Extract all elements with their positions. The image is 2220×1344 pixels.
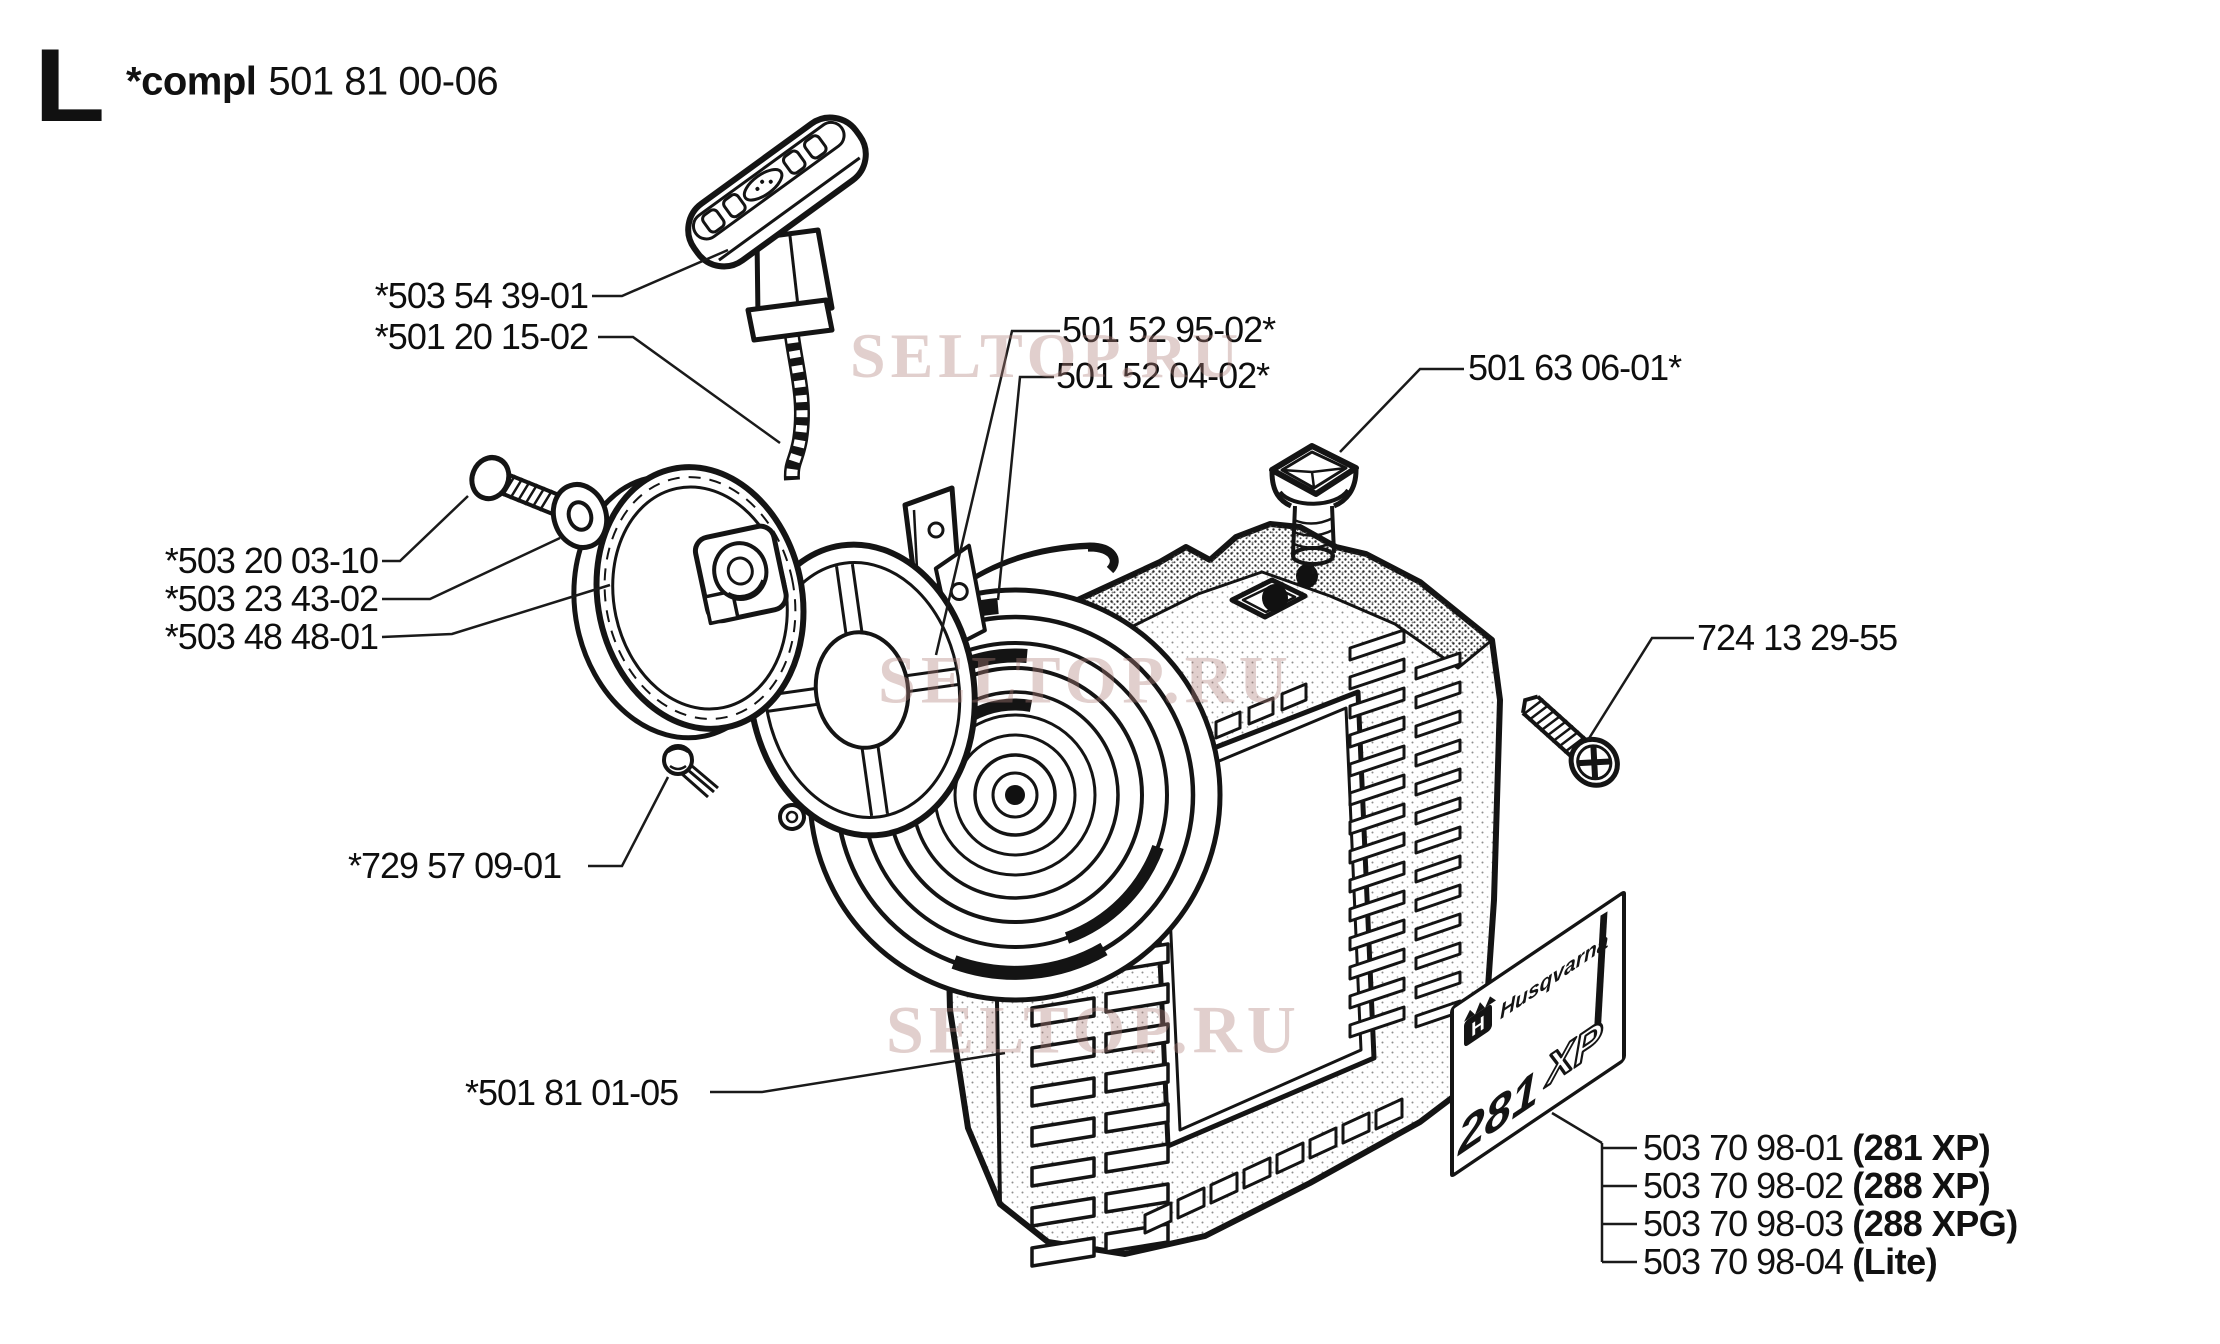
starter-handle-art: [685, 114, 869, 343]
variant-row: 503 70 98-01 (281 XP): [1643, 1127, 1991, 1169]
part-label-handle: *503 54 39-01: [374, 275, 589, 316]
section-letter: L: [34, 28, 106, 144]
housing-screw-art: [1521, 694, 1620, 788]
compl-number: 501 81 00-06: [268, 59, 499, 104]
part-label-housing-screw: 724 13 29-55: [1697, 617, 1898, 658]
part-label-pulley: *503 48 48-01: [164, 616, 379, 657]
washer-art: [550, 482, 610, 550]
variant-number: 503 70 98-01: [1643, 1127, 1844, 1168]
variant-number: 503 70 98-04: [1643, 1241, 1844, 1282]
compl-prefix: *compl: [126, 59, 257, 104]
part-label-starter-housing: *501 81 01-05: [465, 1072, 679, 1113]
starter-rope-art: [783, 334, 810, 481]
variant-row: 503 70 98-03 (288 XPG): [1643, 1203, 2018, 1245]
variant-model: (288 XP): [1852, 1165, 1991, 1206]
part-label-recoil-spring: 501 52 95-02*: [1062, 309, 1276, 350]
small-screw-art: [662, 744, 719, 799]
part-label-starter-rope: 501 52 04-02*: [1056, 355, 1270, 396]
part-label-plug: 501 63 06-01*: [1468, 347, 1682, 388]
variant-model: (281 XP): [1852, 1127, 1991, 1168]
part-label-screw: *503 20 03-10: [164, 540, 379, 581]
rope-pulley-art: [571, 464, 807, 741]
variant-model: (288 XPG): [1852, 1203, 2018, 1244]
part-label-washer: *503 23 43-02: [164, 578, 379, 619]
variant-model: (Lite): [1852, 1241, 1938, 1282]
variant-row: 503 70 98-04 (Lite): [1643, 1241, 1938, 1283]
variant-number: 503 70 98-02: [1643, 1165, 1844, 1206]
variant-number: 503 70 98-03: [1643, 1203, 1844, 1244]
model-decal-art: H Husqvarna 281 XP: [1450, 890, 1626, 1178]
plug-art: [1269, 443, 1359, 574]
variant-bracket: [1600, 1143, 1637, 1264]
part-label-small-screw: *729 57 09-01: [348, 845, 562, 886]
husqvarna-crown-logo: H: [1464, 996, 1496, 1047]
leader-lines: [381, 248, 1694, 1264]
logo-letter: H: [1471, 1012, 1485, 1042]
part-label-rope-guide: *501 20 15-02: [374, 316, 589, 357]
variant-row: 503 70 98-02 (288 XP): [1643, 1165, 1991, 1207]
